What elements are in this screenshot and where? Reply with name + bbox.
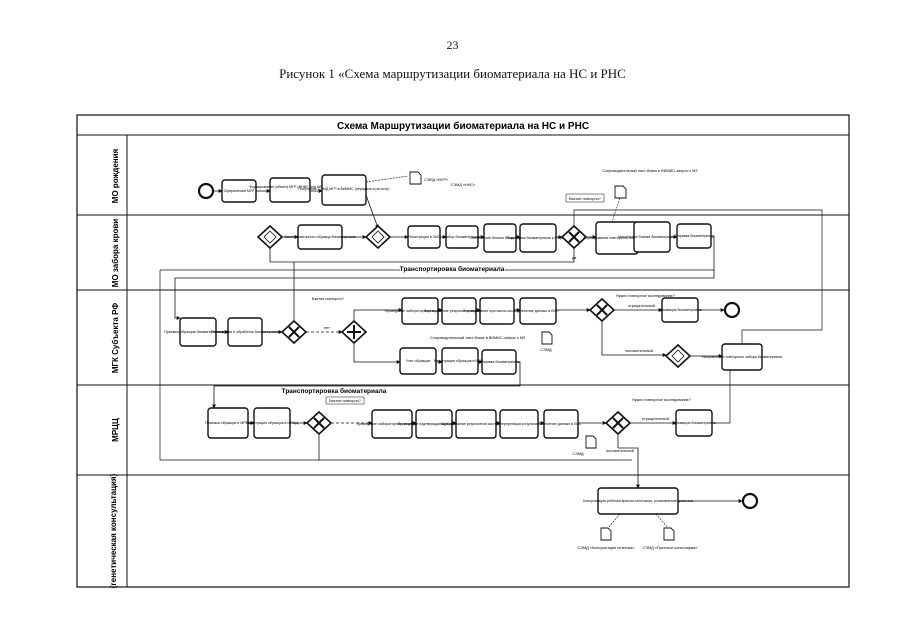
task-interpretatsiya — [499, 409, 539, 439]
svg-text:положительный: положительный — [606, 449, 634, 453]
svg-text:Подготовка биоматериала к отпр: Подготовка биоматериала к отправке — [507, 236, 570, 240]
figure-caption: Рисунок 1 «Схема маршрутизации биоматери… — [279, 66, 626, 81]
document-icon — [614, 185, 627, 199]
svg-text:положительный: положительный — [625, 349, 653, 353]
svg-text:Взятие повторного образца биом: Взятие повторного образца биоматериала — [284, 235, 355, 239]
document-icon — [600, 527, 612, 541]
svg-text:Внесение данных в ЛИС: Внесение данных в ЛИС — [517, 309, 558, 313]
svg-text:Проведение лабораторного иссле: Проведение лабораторного исследования — [385, 309, 456, 313]
doc-label-smad-prot: СЭМД «Протокол консилиума» — [643, 546, 698, 550]
svg-text:Отправка биоматериала: Отправка биоматериала — [478, 360, 519, 364]
doc-label-smad-nns: СЭМД «ННС» — [451, 183, 476, 187]
svg-text:Формирование повторного направ: Формирование повторного направления — [583, 236, 650, 240]
diagram-title: Схема Маршрутизации биоматериала на НС и… — [337, 120, 589, 132]
svg-text:Отправка биоматериала: Отправка биоматериала — [673, 234, 714, 238]
annotation-lane4-q: Взятие повторно? — [329, 399, 361, 403]
annotation-lane2-q: Взятие повторно? — [569, 197, 601, 201]
svg-text:Архивация биоматериала: Архивация биоматериала — [658, 308, 701, 312]
doc-label-smad-mgr: СЭМД «МГР» — [424, 178, 448, 182]
end-event — [723, 301, 741, 319]
task-podtverzhdayushchaya-diagnostika — [415, 409, 453, 439]
svg-text:Регистрация образцов в МРЦЦ: Регистрация образцов в МРЦЦ — [434, 359, 487, 363]
transport-label-lane3: Транспортировка биоматериала — [282, 387, 387, 395]
doc-label-smad-cons: СЭМД «Консультация генетика» — [578, 546, 635, 550]
lane-label-mgk: МГК Субъекта РФ — [111, 303, 120, 373]
lane-mo-blood: Взятие повторного образца биоматериала Р… — [159, 221, 715, 461]
task-podgotovka-k-otpravke — [519, 223, 557, 253]
svg-text:Формирование протокола исследо: Формирование протокола исследования — [463, 309, 531, 313]
svg-text:Учет образцов: Учет образцов — [406, 359, 430, 363]
svg-text:Заполнение бланка биоматериала: Заполнение бланка биоматериала — [471, 236, 529, 240]
task-uchet-obraztsov — [399, 347, 437, 375]
svg-text:Регистрация образцов в МРЦЦ: Регистрация образцов в МРЦЦ — [246, 421, 299, 425]
task-lab-issledovanie — [401, 297, 439, 325]
svg-text:Формирование результатов иссле: Формирование результатов исследования — [441, 422, 512, 426]
task-zapolnenie-blanka — [483, 223, 517, 253]
svg-text:Оформление МГР: Оформление МГР — [224, 189, 255, 193]
task-formirovanie-mgr — [269, 177, 311, 203]
task-otpravka-biomateriala — [676, 223, 712, 249]
svg-text:отрицательный: отрицательный — [628, 304, 655, 308]
gateway-diamond — [256, 224, 284, 250]
svg-text:Приемка образцов в МРЦЦ: Приемка образцов в МРЦЦ — [205, 421, 251, 425]
svg-text:Регистрация в ЛИС: Регистрация в ЛИС — [408, 235, 441, 239]
annotation-lane3-q2: Нужно повторное исследование? — [616, 294, 675, 298]
lane-mrcc: Транспортировка биоматериала Приемка обр… — [205, 370, 731, 489]
svg-text:Архивация биоматериала: Архивация биоматериала — [672, 421, 715, 425]
svg-text:отрицательный: отрицательный — [642, 417, 669, 421]
svg-text:да: да — [572, 256, 577, 260]
svg-text:Интерпретация результатов: Интерпретация результатов — [496, 422, 543, 426]
lane-label-mo-blood: МО забора крови — [111, 219, 120, 288]
svg-text:нет: нет — [324, 326, 330, 330]
lane-label-mrcc: МРЦЦ — [111, 418, 120, 442]
svg-text:Консультация ребенка врачом-ге: Консультация ребенка врачом-генетиком, у… — [583, 499, 693, 503]
task-rezultaty-mrcc — [455, 409, 497, 439]
svg-text:Внесение данных в ЛИС: Внесение данных в ЛИС — [540, 422, 581, 426]
svg-text:Формирование результатов иссле: Формирование результатов исследования — [424, 309, 495, 313]
document-icon — [541, 331, 553, 345]
task-semd-mgr-vimis — [321, 174, 367, 206]
document-icon — [663, 527, 675, 541]
lane-label-mo-birth: МО рождения — [111, 148, 120, 203]
lane-label-genetic: (генетическая консультация) — [109, 473, 118, 588]
gateway-diamond — [664, 343, 692, 369]
task-vnesenie-lis-mrcc — [543, 409, 579, 439]
page-number: 23 — [446, 38, 459, 52]
task-formirovanie-protokola — [479, 297, 515, 325]
doc-label-smad-lane3: СЭМД — [540, 348, 552, 352]
start-event — [197, 182, 215, 200]
annotation-lane1-top: Сопроводительный лист-бланк в ВИМИС-запр… — [602, 169, 698, 173]
svg-text:Заполнение бланка биоматериала: Заполнение бланка биоматериала в МГК — [618, 235, 688, 239]
transport-label-lane2: Транспортировка биоматериала — [400, 265, 505, 273]
gateway-diamond — [364, 224, 392, 250]
task-formirovanie-rezultatov — [441, 297, 477, 325]
svg-text:Направление повторного забора: Направление повторного забора биоматериа… — [702, 355, 782, 359]
svg-text:Забор биоматериала: Забор биоматериала — [444, 235, 479, 239]
end-event — [741, 492, 759, 510]
lane-genetic: Консультация ребенка врачом-генетиком, у… — [578, 487, 759, 550]
svg-text:Получение СЭМД МГР в ВИМИС (пе: Получение СЭМД МГР в ВИМИС (передача в р… — [298, 187, 389, 191]
svg-text:Проведение лабораторного иссле: Проведение лабораторного исследования — [357, 422, 428, 426]
diagram-frame — [76, 114, 850, 588]
document-icon — [585, 435, 597, 449]
document-icon — [409, 171, 422, 185]
lane-mo-birth: Оформление МГР Формирование (обмен) МГР … — [197, 169, 698, 229]
annotation-lane3: Сопроводительный лист-бланк в ВИМИС-запр… — [430, 336, 526, 340]
annotation-lane3-q: Взятие повторно? — [312, 297, 344, 301]
task-vnesenie-lis — [519, 297, 557, 325]
lane-mgk: Приемка образцов биоматериала в МГК Реги… — [164, 209, 823, 409]
svg-text:Приемка образцов биоматериала: Приемка образцов биоматериала в МГК — [164, 330, 232, 334]
task-lab-issledovanie-mrcc — [371, 409, 413, 439]
annotation-lane4-q2: Нужно повторное исследование? — [632, 398, 691, 402]
task-registratsiya-mrcc — [441, 347, 479, 375]
svg-text:Формирование (обмен) МГР (ФНВС: Формирование (обмен) МГР (ФНВС или ИРМДР… — [249, 185, 331, 189]
svg-text:Проведение подтверждающей диаг: Проведение подтверждающей диагностики — [398, 422, 470, 426]
doc-label-smad-lane4: СЭМД — [572, 452, 584, 456]
svg-text:Регистрация и обработка биомат: Регистрация и обработка биоматериала — [211, 330, 279, 334]
